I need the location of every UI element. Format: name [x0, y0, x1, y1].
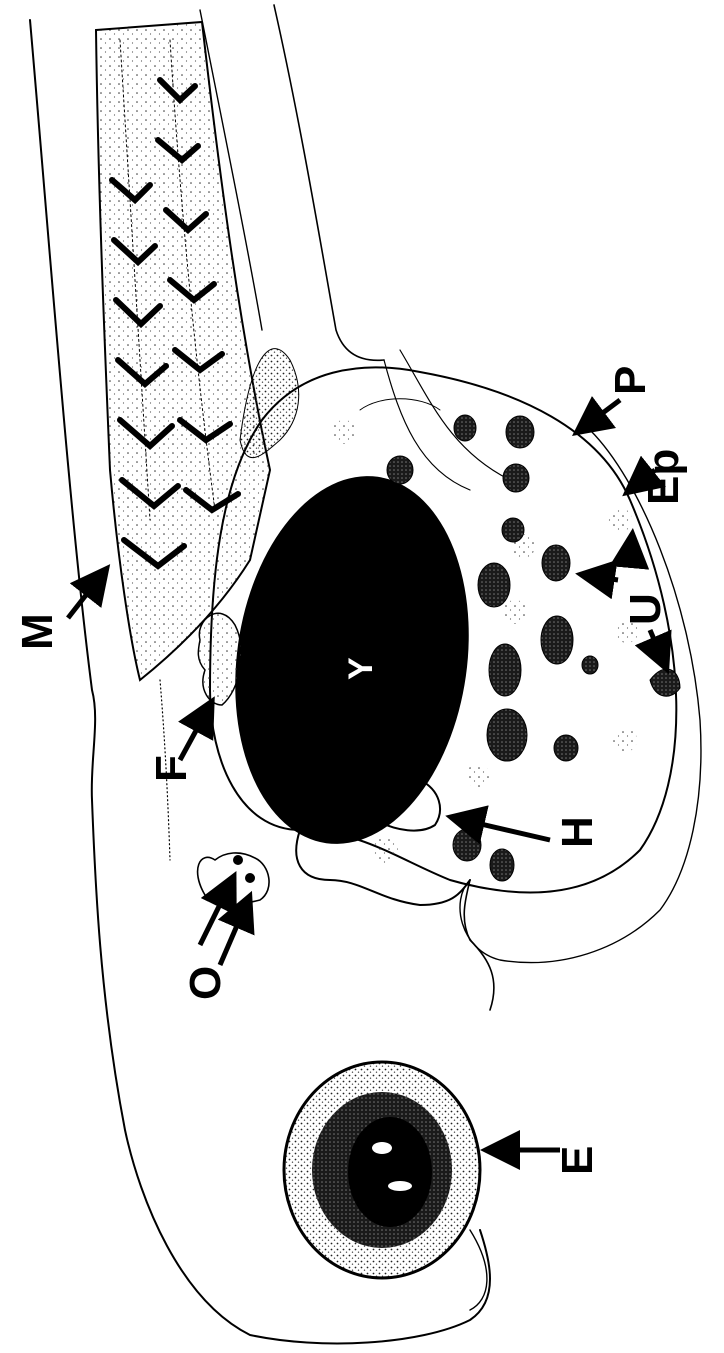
- eye: [284, 1062, 487, 1310]
- label-E: E: [553, 1146, 602, 1175]
- olfactory-organ: [198, 853, 269, 905]
- label-H: H: [553, 816, 602, 848]
- fin-bud: [198, 613, 241, 705]
- label-F: F: [147, 755, 196, 782]
- jaw-outline: [464, 880, 494, 1010]
- label-M: M: [13, 613, 62, 650]
- label-P: P: [606, 366, 655, 395]
- label-Y: Y: [342, 657, 380, 680]
- label-O: O: [181, 966, 230, 1000]
- label-Ep: Ep: [639, 449, 688, 505]
- label-U: U: [621, 593, 670, 625]
